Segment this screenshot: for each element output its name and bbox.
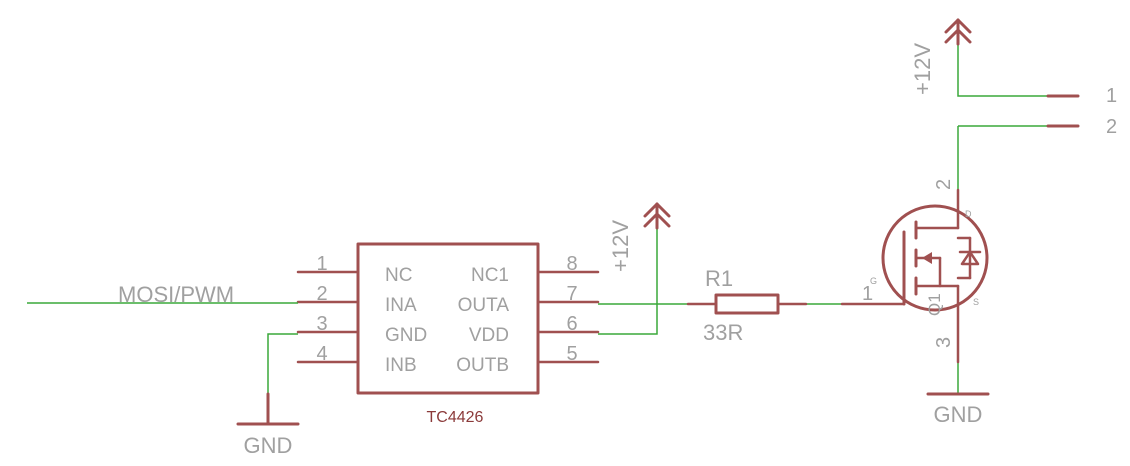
mosfet-pin-source: 3: [933, 337, 955, 348]
ic-pin-number-6: 6: [566, 313, 577, 335]
ic-pin-name-nc: NC: [385, 265, 412, 286]
wire-vcc-to-conn[interactable]: [957, 44, 1048, 97]
ic-pin-name-vdd: VDD: [469, 325, 509, 346]
ic-pin-name-nc1: NC1: [471, 265, 509, 286]
wire-ic-vdd[interactable]: [598, 228, 658, 335]
ic-pin-number-3: 3: [316, 313, 327, 335]
mosfet-center-letters: Q1: [925, 293, 944, 316]
gnd-symbol-mosfet: GND: [926, 392, 990, 427]
mosfet-pin-gate: 1: [862, 283, 873, 305]
vcc-symbol-top: +12V: [910, 18, 972, 95]
connector-j1[interactable]: 1 2: [1046, 85, 1117, 138]
ic-pin-number-7: 7: [566, 283, 577, 305]
ic-part-name: TC4426: [427, 409, 484, 426]
vcc-symbol-ic: +12V: [608, 202, 671, 272]
gnd-label-mosfet: GND: [934, 402, 983, 427]
mosfet-q1[interactable]: 1 2 3 G S D Q1: [840, 179, 989, 364]
resistor-value: 33R: [703, 320, 743, 345]
ic-pin-number-5: 5: [566, 343, 577, 365]
ic-pin-number-2: 2: [316, 283, 327, 305]
ic-tc4426[interactable]: 1 2 3 4 8 7 6 5 NC INA GND INB NC1 OUTA …: [296, 242, 600, 426]
mosfet-letter-d: D: [965, 209, 972, 219]
body-arrow-icon: [922, 252, 932, 264]
net-label-mosi: MOSI/PWM: [118, 282, 234, 307]
ic-body: [356, 242, 540, 395]
ic-pin-number-1: 1: [316, 253, 327, 275]
gnd-symbol-ic: GND: [236, 392, 300, 458]
ic-pin-number-8: 8: [566, 253, 577, 275]
ic-pin-name-outb: OUTB: [456, 355, 509, 376]
connector-pin-label-1: 1: [1106, 85, 1117, 107]
diode-icon: [960, 250, 980, 266]
ic-pin-name-outa: OUTA: [458, 295, 510, 316]
wire-ic-gnd[interactable]: [267, 333, 298, 424]
vcc-label-top: +12V: [910, 43, 935, 95]
ic-pin-number-4: 4: [316, 343, 327, 365]
connector-pin-label-2: 2: [1106, 116, 1117, 138]
mosfet-letter-s: S: [973, 297, 979, 307]
mosfet-letter-g: G: [870, 276, 877, 286]
mosfet-body: [881, 204, 989, 312]
gnd-label-ic: GND: [244, 433, 293, 458]
mosfet-pin-drain: 2: [933, 179, 955, 190]
vcc-label-ic: +12V: [608, 220, 633, 272]
supply-arrow-icon: [643, 202, 671, 218]
resistor-r1[interactable]: R1 33R: [686, 266, 808, 345]
resistor-body: [714, 293, 780, 315]
resistor-name: R1: [705, 266, 733, 291]
ic-pin-name-inb: INB: [385, 355, 417, 376]
ic-pin-name-gnd: GND: [385, 325, 427, 346]
ic-pin-name-ina: INA: [385, 295, 417, 316]
supply-arrow-icon: [944, 18, 972, 34]
